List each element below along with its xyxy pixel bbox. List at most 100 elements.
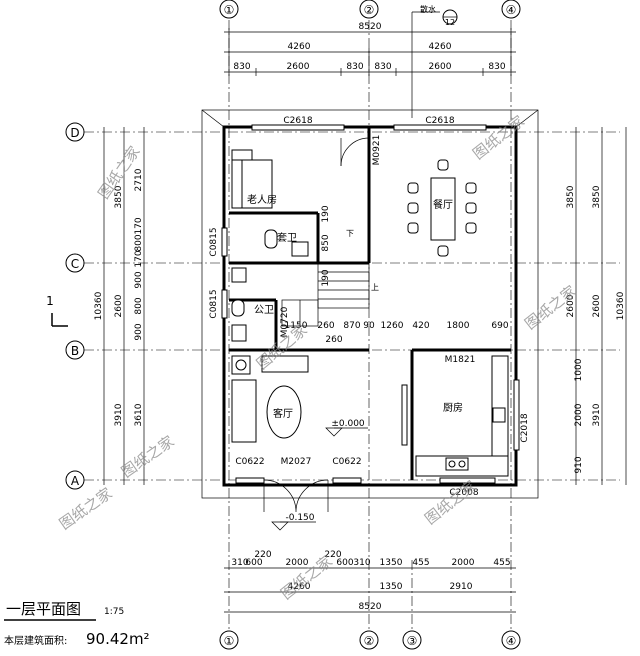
inner-dimensions: 190 850 190 1150 260 870 90 1260 420 180… [285, 205, 509, 345]
stair-dim: 190 [321, 205, 331, 222]
dimensions-bottom: 310 600 220 2000 220 600 310 1350 455 20… [224, 550, 516, 613]
dim-bottom-part: 600 [245, 558, 262, 568]
section-mark: 1 [46, 294, 68, 327]
dim-right-detail: 910 [574, 456, 584, 473]
drawing-title: 一层平面图 [6, 600, 81, 618]
inner-dim: 1150 [285, 321, 308, 331]
dim-bottom-mid: 1350 [380, 582, 403, 592]
axis-bubbles-left: D C B A [65, 122, 85, 490]
axis-sub-label: 12 [445, 18, 455, 27]
title-block: 一层平面图 1:75 本层建筑面积: 90.42m² [4, 600, 150, 648]
axis-bubble-1-top [219, 0, 239, 19]
dim-top-part: 830 [488, 62, 505, 72]
stair-dim: 850 [321, 234, 331, 251]
label-c0622-b: C0622 [332, 457, 361, 467]
axis-sub-note: 散水 [420, 4, 436, 14]
coffee-table [266, 385, 302, 439]
dim-left-inner: 2600 [114, 294, 124, 317]
label-m2027: M2027 [281, 457, 312, 467]
dim-bottom-part: 310 [231, 558, 248, 568]
axis-label-A: A [71, 474, 80, 488]
dim-left-detail: 900 [134, 271, 144, 288]
dim-bottom-mid: 2910 [450, 582, 473, 592]
dim-top-total: 8520 [359, 22, 382, 32]
stair-dim: 260 [325, 335, 342, 345]
area-value: 90.42m² [86, 630, 150, 648]
axis-bubbles-top: ① ② ④ 12 散水 [219, 0, 521, 118]
dim-top-half-1: 4260 [288, 42, 311, 52]
dim-bottom-part: 600 [336, 558, 353, 568]
dim-bottom-part: 455 [493, 558, 510, 568]
inner-dim: 1800 [447, 321, 470, 331]
label-m0921: M0921 [372, 135, 382, 166]
dim-right-detail: 2000 [574, 403, 584, 426]
dimensions-right: 3850 2600 1000 2000 910 3850 2600 3910 1… [566, 127, 627, 485]
doors [263, 137, 370, 513]
axis-label-4-bottom: ④ [506, 634, 517, 648]
dim-bottom-part: 455 [412, 558, 429, 568]
axis-label-C: C [71, 257, 79, 271]
dim-left-detail: 3610 [134, 403, 144, 426]
dim-right-outer: 10360 [616, 291, 626, 320]
dim-top-part: 830 [233, 62, 250, 72]
furniture [231, 149, 509, 477]
room-living: 客厅 [273, 407, 293, 420]
axis-label-3-bottom: ③ [407, 634, 418, 648]
stair-down-mark: 下 [346, 229, 354, 238]
toilet-public [231, 299, 245, 317]
axis-label-D: D [70, 126, 79, 140]
dim-right-detail: 1000 [574, 358, 584, 381]
dim-left-detail: 800 [134, 234, 144, 251]
label-c0815-a: C0815 [209, 227, 219, 256]
label-m0720: M0720 [280, 306, 290, 337]
inner-dim: 1260 [381, 321, 404, 331]
axis-bubble-4-top [501, 0, 521, 19]
drawing-scale: 1:75 [104, 607, 124, 617]
dim-left-inner: 3910 [114, 403, 124, 426]
opening-labels: C2618 C2618 M0921 C0815 C0815 M0720 M182… [209, 116, 530, 498]
room-suite-bath: 套卫 [277, 231, 297, 244]
area-label: 本层建筑面积: [4, 634, 67, 647]
dimensions-left: 10360 3850 2600 3910 2710 170 800 170 90… [94, 127, 145, 485]
axis-label-2-top: ② [364, 3, 375, 17]
axis-bubbles-bottom: ① ② ③ ④ [219, 630, 521, 650]
dim-right-inner: 3850 [566, 185, 576, 208]
dim-left-detail: 900 [134, 323, 144, 340]
level-floor: ±0.000 [331, 419, 365, 429]
dim-bottom-part: 2000 [452, 558, 475, 568]
sofa-top [261, 355, 309, 373]
toilet-suite [264, 229, 278, 249]
label-c2018: C2018 [520, 413, 530, 442]
axis-label-B: B [71, 344, 79, 358]
dim-top-part: 2600 [429, 62, 452, 72]
watermark: 图纸之家 [469, 112, 527, 163]
stair-dim: 190 [321, 269, 331, 286]
axis-bubble-2-top [359, 0, 379, 19]
label-c2618-right: C2618 [425, 116, 454, 126]
dim-left-outer: 10360 [94, 291, 104, 320]
inner-dim: 420 [412, 321, 429, 331]
stair: 上 下 [281, 229, 379, 327]
room-kitchen: 厨房 [443, 401, 463, 414]
inner-dim: 260 [317, 321, 334, 331]
axis-label-1-bottom: ① [224, 634, 235, 648]
dim-bottom-part: 310 [353, 558, 370, 568]
axis-label-2-bottom: ② [364, 634, 375, 648]
dining-table [430, 177, 456, 241]
axis-label-1-top: ① [224, 3, 235, 17]
room-public-bath: 公卫 [254, 305, 274, 316]
room-elder: 老人房 [247, 193, 277, 206]
room-dining: 餐厅 [433, 198, 453, 211]
dim-left-detail: 2710 [134, 168, 144, 191]
level-marks: ±0.000 -0.150 [271, 419, 368, 531]
label-m1821: M1821 [445, 355, 476, 365]
dim-top-part: 2600 [287, 62, 310, 72]
dim-top-part: 830 [346, 62, 363, 72]
dim-bottom-part: 220 [324, 550, 341, 560]
dim-left-detail: 170 [134, 250, 144, 267]
dim-bottom-mid: 4260 [288, 582, 311, 592]
dim-bottom-part: 220 [254, 550, 271, 560]
inner-dim: 870 [343, 321, 360, 331]
sofa-left [231, 379, 257, 443]
